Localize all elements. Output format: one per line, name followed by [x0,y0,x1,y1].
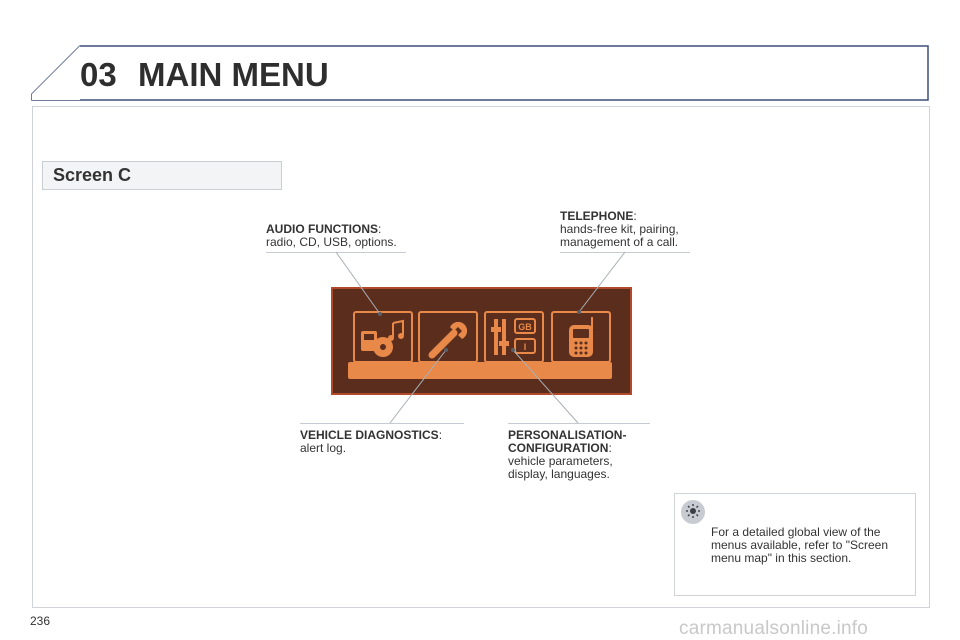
screen-c-display: GB I [331,287,632,395]
vehicle-diagnostics-callout: VEHICLE DIAGNOSTICS: alert log. [300,428,443,455]
personalisation-callout-rule [508,423,650,424]
personalisation-title-line2: CONFIGURATION [508,441,609,455]
tip-icon [681,500,705,524]
gb-label: GB [518,322,532,332]
telephone-title: TELEPHONE [560,209,634,223]
audio-functions-title: AUDIO FUNCTIONS [266,222,378,236]
chapter-title: MAIN MENU [138,56,329,93]
telephone-desc-line1: hands-free kit, pairing, [560,222,679,236]
settings-sliders-icon: GB I [491,318,536,355]
screen-label-box [42,161,282,190]
diagnostics-callout-rule [300,423,464,424]
watermark: carmanualsonline.info [679,618,869,639]
wrench-icon [428,321,468,359]
personalisation-desc-line1: vehicle parameters, [508,454,613,468]
tip-text-line1: For a detailed global view of the [711,525,881,539]
personalisation-title-line1: PERSONALISATION- [508,428,627,442]
tip-text-line3: menu map" in this section. [711,551,852,565]
mobile-phone-icon [569,317,593,357]
telephone-tile[interactable] [551,311,611,363]
page-number: 236 [30,614,51,628]
tip-box [674,493,916,596]
tip-text: For a detailed global view of the menus … [711,526,907,565]
audio-functions-desc: radio, CD, USB, options. [266,235,397,249]
music-cd-icon [361,319,404,357]
lightbulb-icon [686,504,700,518]
chapter-header-banner [31,45,929,101]
screen-label: Screen C [53,165,132,185]
tip-text-line2: menus available, refer to "Screen [711,538,889,552]
screen-status-bar [348,362,612,379]
vehicle-diagnostics-desc: alert log. [300,441,347,455]
audio-functions-callout: AUDIO FUNCTIONS: radio, CD, USB, options… [266,222,397,249]
i-label: I [524,342,527,352]
telephone-callout: TELEPHONE: hands-free kit, pairing, mana… [560,209,679,249]
chapter-number: 03 [80,56,117,93]
personalisation-desc-line2: display, languages. [508,467,610,481]
personalisation-callout: PERSONALISATION- CONFIGURATION: vehicle … [508,428,627,481]
telephone-desc-line2: management of a call. [560,235,679,249]
vehicle-diagnostics-title: VEHICLE DIAGNOSTICS [300,428,439,442]
vehicle-diagnostics-tile[interactable] [418,311,478,363]
